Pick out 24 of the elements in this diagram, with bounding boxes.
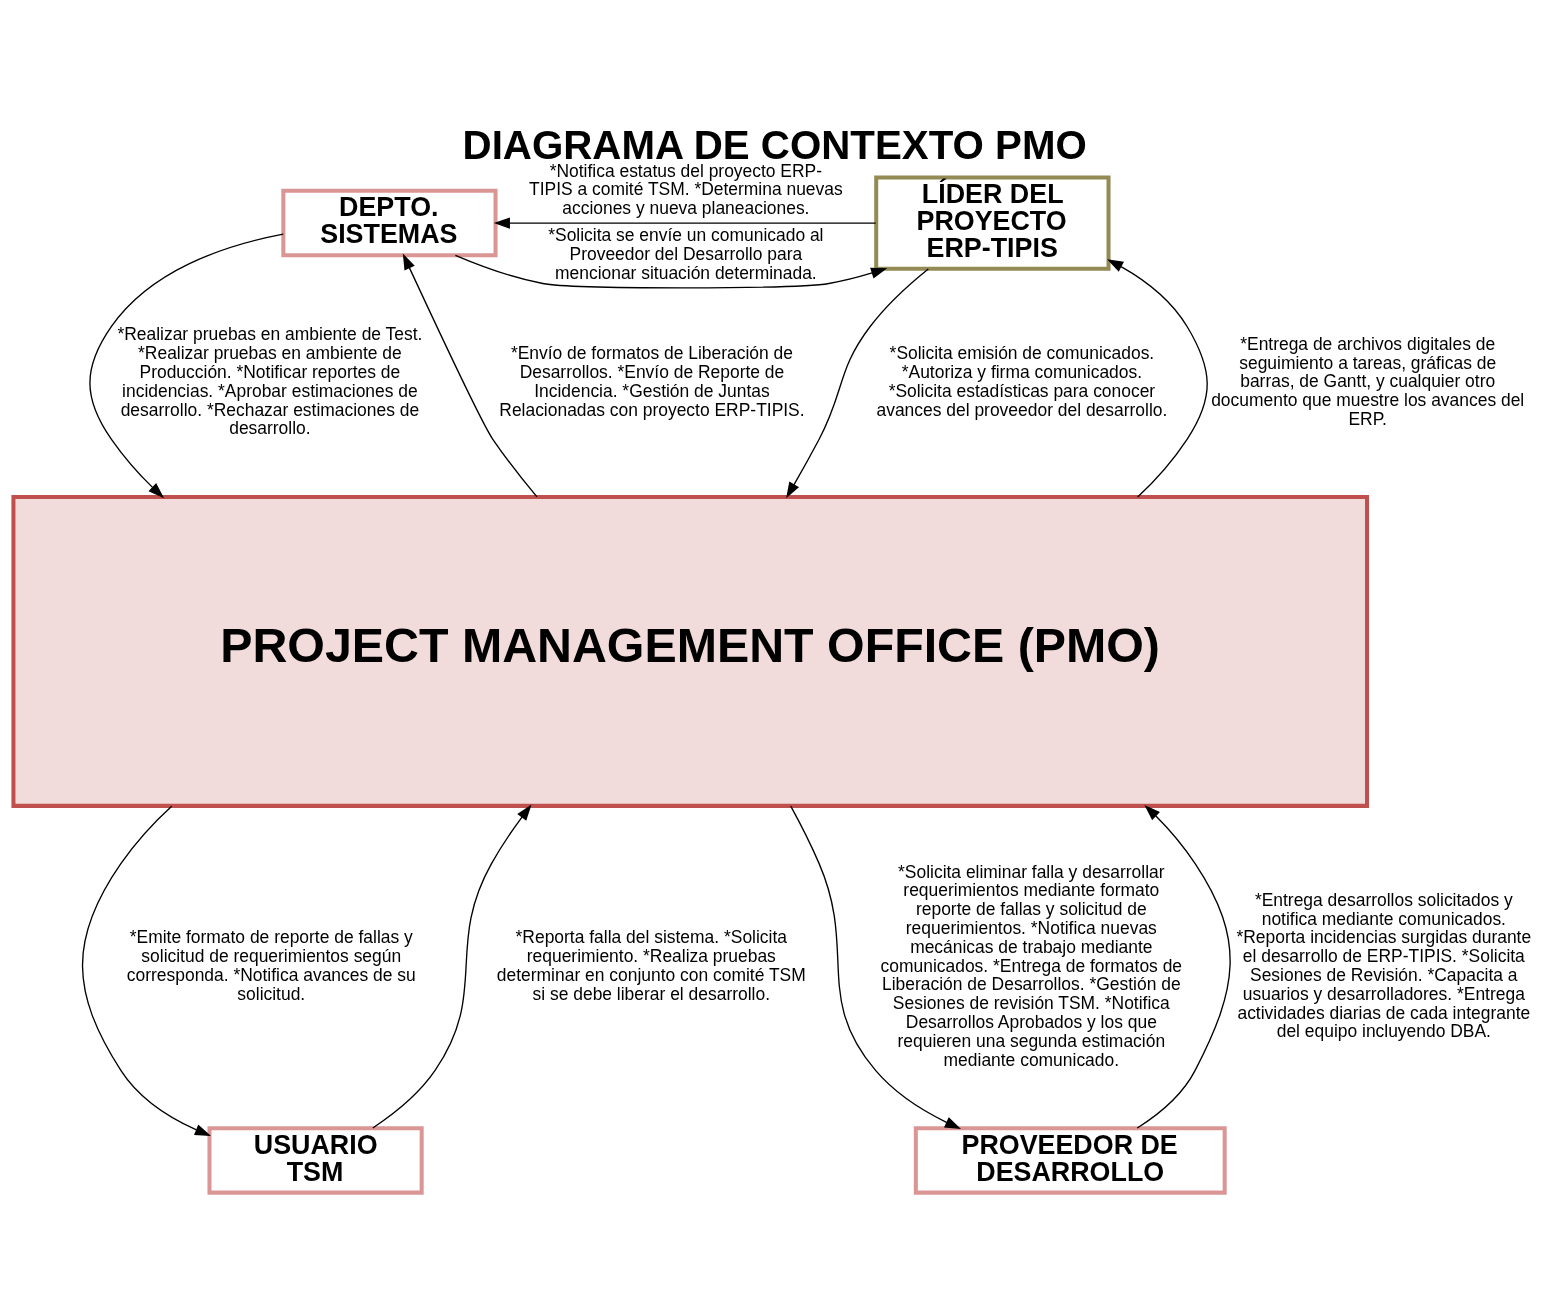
node-box: USUARIO TSM bbox=[207, 1126, 424, 1195]
edge-label: *Entrega de archivos digitales de seguimiento a tareas, gráficas de barras, de Gantt, y cualquier otro documento que muestre los avances del ERP. bbox=[1211, 333, 1525, 430]
edge-label: *Emite formato de reporte de fallas y solicitud de requerimientos según corresponda. *Notifica avances de su solicitud. bbox=[126, 927, 416, 1004]
edge-label: *Solicita emisión de comunicados. *Autoriza y firma comunicados. *Solicita estadísticas para conocer avances del proveedor del desarrollo. bbox=[876, 343, 1168, 420]
arrow bbox=[1136, 804, 1231, 1129]
arrow bbox=[372, 804, 532, 1129]
edge-label: *Envío de formatos de Liberación de Desarrollos. *Envío de Reporte de Incidencia. *Gestión de Juntas Relacionadas con proyecto ERP-TIPIS. bbox=[499, 343, 805, 420]
edge-label: *Solicita eliminar falla y desarrollar requerimientos mediante formato reporte de fallas y solicitud de requerimientos. *Notifica nuevas mecánicas de trabajo mediante comunicados. *Entrega de formatos de Liberación de Desarrollos. *Gestión de Sesiones de revisión TSM. *Notifica Desarrollos Aprobados y los que requieren una segunda estimación mediante comunicado. bbox=[880, 861, 1183, 1070]
edge-label: *Realizar pruebas en ambiente de Test. *Realizar pruebas en ambiente de Producción. *Notificar reportes de incidencias. *Aprobar estimaciones de desarrollo. *Rechazar estimaciones de desarrollo. bbox=[117, 324, 423, 439]
node-box: PROVEEDOR DE DESARROLLO bbox=[913, 1126, 1227, 1195]
arrow bbox=[790, 805, 961, 1129]
node-box: LÍDER DEL PROYECTO ERP-TIPIS bbox=[874, 175, 1111, 271]
arrow bbox=[81, 805, 212, 1136]
edge-label: *Solicita se envíe un comunicado al Proveedor del Desarrollo para mencionar situación determinada. bbox=[548, 225, 824, 283]
node-box: PROJECT MANAGEMENT OFFICE (PMO) bbox=[11, 495, 1370, 808]
arrow bbox=[89, 233, 284, 499]
node-box: DEPTO. SISTEMAS bbox=[281, 188, 498, 258]
arrow bbox=[402, 253, 538, 498]
arrow bbox=[493, 217, 877, 229]
arrow bbox=[786, 268, 929, 499]
edge-label: *Entrega desarrollos solicitados y notifica mediante comunicados. *Reporta incidencias surgidas durante el desarrollo de ERP-TIPIS. *Solicita Sesiones de Revisión. *Capacita a usuarios y desarrolladores. *Entrega actividades diarias de cada integrante del equipo incluyendo DBA. bbox=[1236, 889, 1532, 1042]
arrow bbox=[454, 254, 888, 289]
edge-label: *Reporta falla del sistema. *Solicita requerimiento. *Realiza pruebas determinar en conjunto con comité TSM si se debe liberar el desarrollo. bbox=[496, 927, 806, 1004]
arrow bbox=[1107, 259, 1208, 498]
